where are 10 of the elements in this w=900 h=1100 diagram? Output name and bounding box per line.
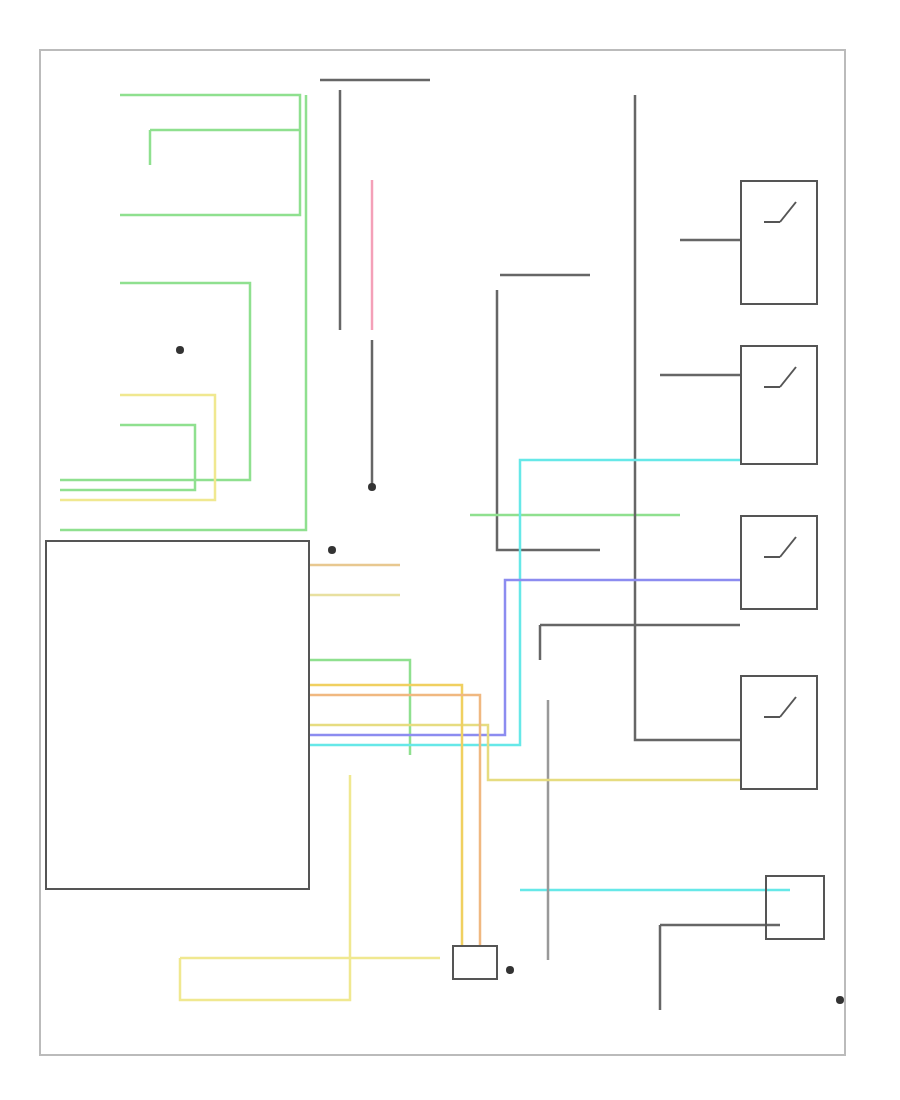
wire [310, 458, 740, 747]
wire [310, 578, 740, 737]
wire [310, 723, 740, 782]
sensor-connector [452, 945, 498, 980]
switch-outline [765, 875, 825, 940]
relay-box [740, 345, 818, 465]
relay-box [740, 675, 818, 790]
module-outline [45, 540, 310, 890]
relay-box [740, 180, 818, 305]
relay-box [740, 515, 818, 610]
